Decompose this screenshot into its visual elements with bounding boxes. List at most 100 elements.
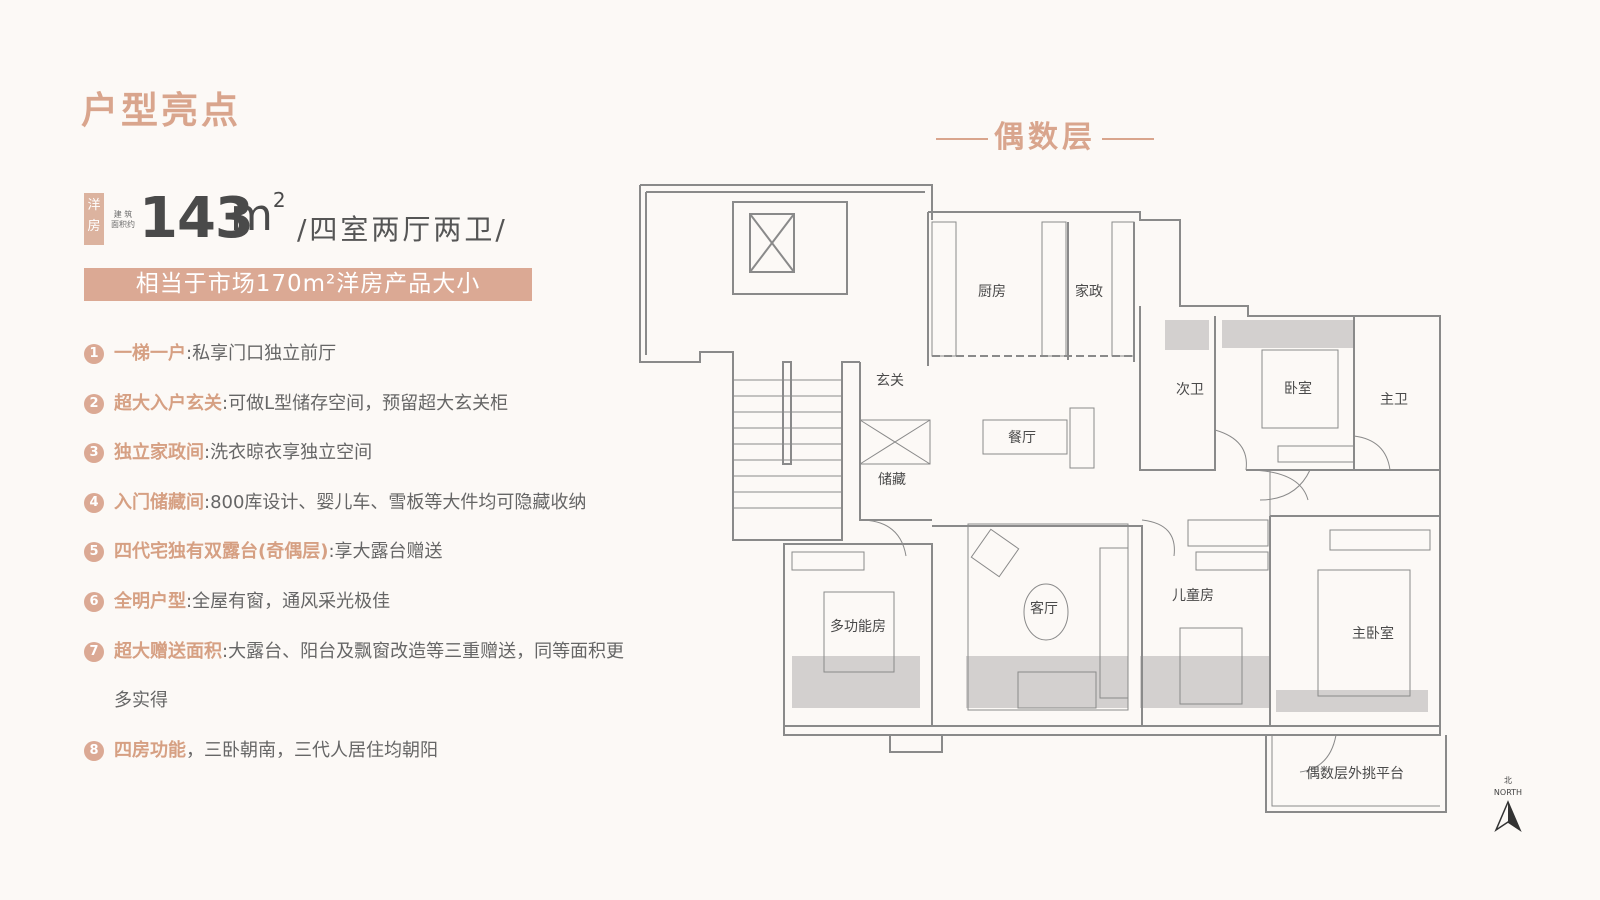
bed-kids bbox=[1179, 627, 1243, 705]
feature-title: 一梯一户 bbox=[114, 343, 186, 364]
bed-master bbox=[1317, 569, 1411, 697]
entry-door-swing bbox=[841, 519, 907, 557]
feature-title: 四代宅独有双露台(奇偶层) bbox=[114, 541, 329, 563]
platform-door-swing bbox=[1299, 734, 1337, 773]
storage-cabinet bbox=[859, 419, 931, 465]
bay-window bbox=[889, 735, 943, 753]
shade-living bbox=[966, 656, 1128, 708]
feature-desc: :洗衣晾衣享独立空间 bbox=[204, 442, 373, 464]
feature-desc: :享大露台赠送 bbox=[328, 541, 443, 563]
area-note: 建 筑 面积约 bbox=[111, 210, 135, 229]
area-unit: m2 bbox=[230, 188, 286, 241]
feature-title: 四房功能 bbox=[114, 739, 186, 761]
tv-cabinet bbox=[1099, 547, 1129, 699]
dining-sideboard bbox=[1069, 407, 1095, 469]
living-window-seat bbox=[1017, 671, 1097, 709]
area-unit-sup: 2 bbox=[272, 188, 286, 212]
bed-multi bbox=[823, 591, 895, 673]
master-bath-door-swing bbox=[1353, 435, 1391, 471]
room-labels: 厨房 家政 玄关 餐厅 储藏 次卫 卧室 主卫 客厅 多功能房 儿童房 主卧室 … bbox=[830, 283, 1408, 782]
bedroom-door-swing bbox=[1259, 469, 1311, 501]
feature-desc: :私享门口独立前厅 bbox=[186, 343, 337, 364]
feature-number: 7 bbox=[84, 641, 104, 662]
feature-item: 4 入门储藏间:800库设计、婴儿车、雪板等大件均可隐藏收纳 bbox=[84, 491, 684, 541]
property-type-tag: 洋房 bbox=[84, 193, 104, 245]
feature-number: 8 bbox=[84, 740, 104, 761]
title-dash-right bbox=[1102, 137, 1154, 140]
comparison-banner: 相当于市场170m²洋房产品大小 bbox=[84, 268, 532, 301]
elevator-cross bbox=[749, 213, 795, 273]
stair-rail bbox=[782, 361, 792, 465]
label-housekeeping: 家政 bbox=[1075, 283, 1103, 300]
shade-kids bbox=[1140, 656, 1270, 708]
label-foyer: 玄关 bbox=[876, 372, 904, 389]
feature-desc: :大露台、阳台及飘窗改造等三重赠送，同等面积更 bbox=[222, 640, 625, 662]
label-multi: 多功能房 bbox=[830, 618, 886, 635]
feature-item: 8 四房功能，三卧朝南，三代人居住均朝阳 bbox=[84, 739, 684, 789]
floor-title-text: 偶数层 bbox=[994, 120, 1096, 155]
feature-number: 2 bbox=[84, 393, 104, 414]
feature-desc: :可做L型储存空间，预留超大玄关柜 bbox=[222, 392, 509, 414]
compass-cn: 北 bbox=[1504, 776, 1512, 785]
north-arrow-fill bbox=[1508, 802, 1520, 830]
compass: 北 NORTH bbox=[1494, 776, 1522, 833]
corridor-door bbox=[1245, 469, 1309, 516]
feature-title: 入门储藏间 bbox=[114, 491, 204, 513]
feature-number: 3 bbox=[84, 443, 104, 464]
bath-door-swing bbox=[1214, 429, 1247, 471]
wall-bedroom-south bbox=[1246, 440, 1355, 471]
page-heading: 户型亮点 bbox=[81, 89, 241, 132]
balcony-shading bbox=[792, 320, 1428, 712]
elevator-car bbox=[749, 213, 795, 273]
shade-bedroom bbox=[1222, 320, 1354, 348]
label-dining: 餐厅 bbox=[1008, 430, 1036, 446]
feature-title: 全明户型 bbox=[114, 590, 186, 612]
feature-desc: ，三卧朝南，三代人居住均朝阳 bbox=[186, 739, 438, 761]
feature-item: 5 四代宅独有双露台(奇偶层):享大露台赠送 bbox=[84, 540, 684, 590]
wall-core-inner bbox=[645, 191, 925, 355]
wardrobe-multi bbox=[791, 551, 865, 571]
walls bbox=[639, 184, 1447, 813]
wall-platform bbox=[1265, 735, 1447, 813]
wardrobe-north bbox=[1277, 445, 1355, 463]
label-kids: 儿童房 bbox=[1172, 587, 1214, 604]
elevator-shaft bbox=[732, 201, 848, 295]
label-platform: 偶数层外挑平台 bbox=[1306, 766, 1404, 782]
shade-master bbox=[1276, 690, 1428, 712]
coffee-table bbox=[1023, 583, 1069, 641]
feature-title: 超大入户玄关 bbox=[114, 392, 222, 414]
area-value: 143 bbox=[139, 186, 254, 251]
feature-desc: :800库设计、婴儿车、雪板等大件均可隐藏收纳 bbox=[204, 491, 587, 513]
shade-multi bbox=[792, 656, 920, 708]
feature-title: 超大赠送面积 bbox=[114, 640, 222, 662]
label-second-bath: 次卫 bbox=[1176, 382, 1204, 398]
wall-north bbox=[928, 211, 1441, 735]
label-bedroom: 卧室 bbox=[1284, 380, 1312, 397]
housekeeping-counter bbox=[1111, 221, 1135, 357]
feature-number: 6 bbox=[84, 591, 104, 612]
feature-item: 7 超大赠送面积:大露台、阳台及飘窗改造等三重赠送，同等面积更多实得 bbox=[84, 640, 684, 739]
area-unit-text: m bbox=[230, 190, 273, 241]
feature-desc-continued: 多实得 bbox=[114, 689, 168, 711]
label-storage: 储藏 bbox=[878, 472, 906, 488]
feature-number: 4 bbox=[84, 492, 104, 513]
title-dash-left bbox=[936, 137, 988, 140]
compass-en: NORTH bbox=[1494, 788, 1522, 797]
layout-description: /四室两厅两卫/ bbox=[297, 213, 508, 246]
feature-desc: :全屋有窗，通风采光极佳 bbox=[186, 590, 391, 612]
bed-north bbox=[1261, 349, 1339, 429]
kitchen-counter-east bbox=[1041, 221, 1067, 357]
shade-bath bbox=[1165, 320, 1209, 350]
kids-shelf bbox=[1195, 551, 1269, 571]
feature-number: 5 bbox=[84, 542, 104, 563]
floor-title: 偶数层 bbox=[930, 112, 1160, 156]
label-kitchen: 厨房 bbox=[978, 284, 1006, 300]
storage-cross bbox=[859, 419, 931, 465]
wall-second-bath bbox=[1139, 306, 1216, 471]
kids-wardrobe bbox=[1187, 519, 1269, 547]
dining-table bbox=[982, 419, 1068, 455]
wall-south-facade bbox=[783, 725, 1441, 736]
